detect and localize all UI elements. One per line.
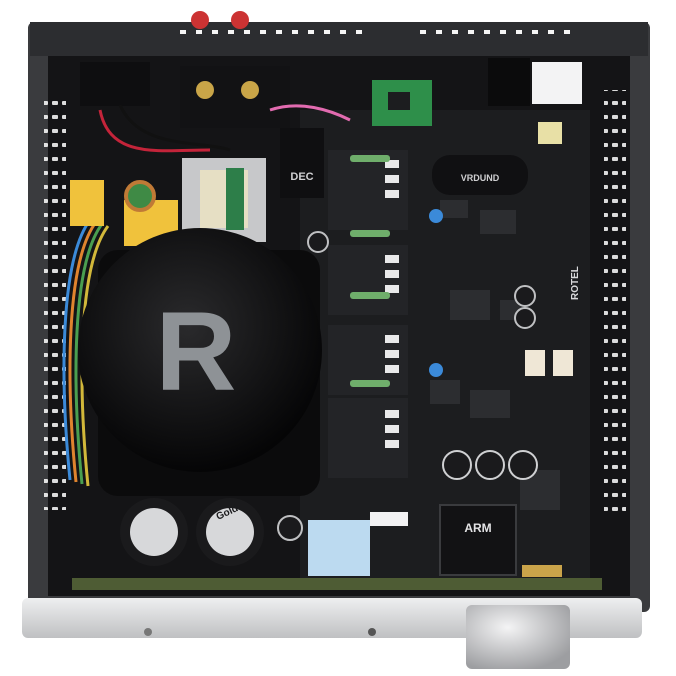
front-pcb-strip	[72, 578, 602, 590]
power-transistors	[385, 160, 399, 448]
headphone-jack	[368, 628, 376, 636]
power-relay	[280, 128, 324, 198]
transformer-logo: R	[156, 289, 237, 414]
speaker-terminal-board	[180, 66, 290, 128]
right-side-vents	[604, 90, 626, 520]
volume-knob	[466, 605, 570, 669]
x-capacitor-1	[70, 180, 104, 226]
speaker-binding-posts	[191, 11, 259, 99]
reservoir-capacitors	[120, 498, 264, 566]
power-button	[144, 628, 152, 636]
arm-chip	[439, 504, 517, 576]
relay-brand: DEC	[290, 171, 313, 183]
capacitor-brand: VRDUND	[461, 173, 500, 183]
rear-jack-white	[532, 62, 582, 104]
ribbon-cable	[308, 520, 370, 576]
common-mode-choke	[124, 180, 156, 212]
toroidal-transformer	[78, 228, 322, 472]
arm-chip-label: ARM	[464, 521, 491, 535]
left-side-vents	[44, 100, 66, 510]
resistors	[350, 155, 390, 387]
iec-inlet	[80, 62, 150, 106]
standby-transformer-winding	[226, 168, 244, 230]
small-cap-bottom	[277, 515, 303, 541]
small-capacitors	[307, 231, 538, 480]
crystal	[522, 565, 562, 577]
rear-panel-lip	[30, 22, 648, 56]
rear-jack-1	[488, 58, 530, 106]
filter-capacitor	[432, 155, 528, 195]
wireless-chip	[388, 92, 410, 110]
ribbon-connector	[370, 512, 408, 526]
pcb-brand: ROTEL	[570, 266, 581, 300]
rear-vent-holes	[180, 30, 570, 34]
relay-right	[553, 350, 573, 376]
relay-left	[525, 350, 545, 376]
trim-pot-upper	[429, 209, 443, 223]
trim-pot-lower	[429, 363, 443, 377]
rear-jack-yellow	[538, 122, 562, 144]
